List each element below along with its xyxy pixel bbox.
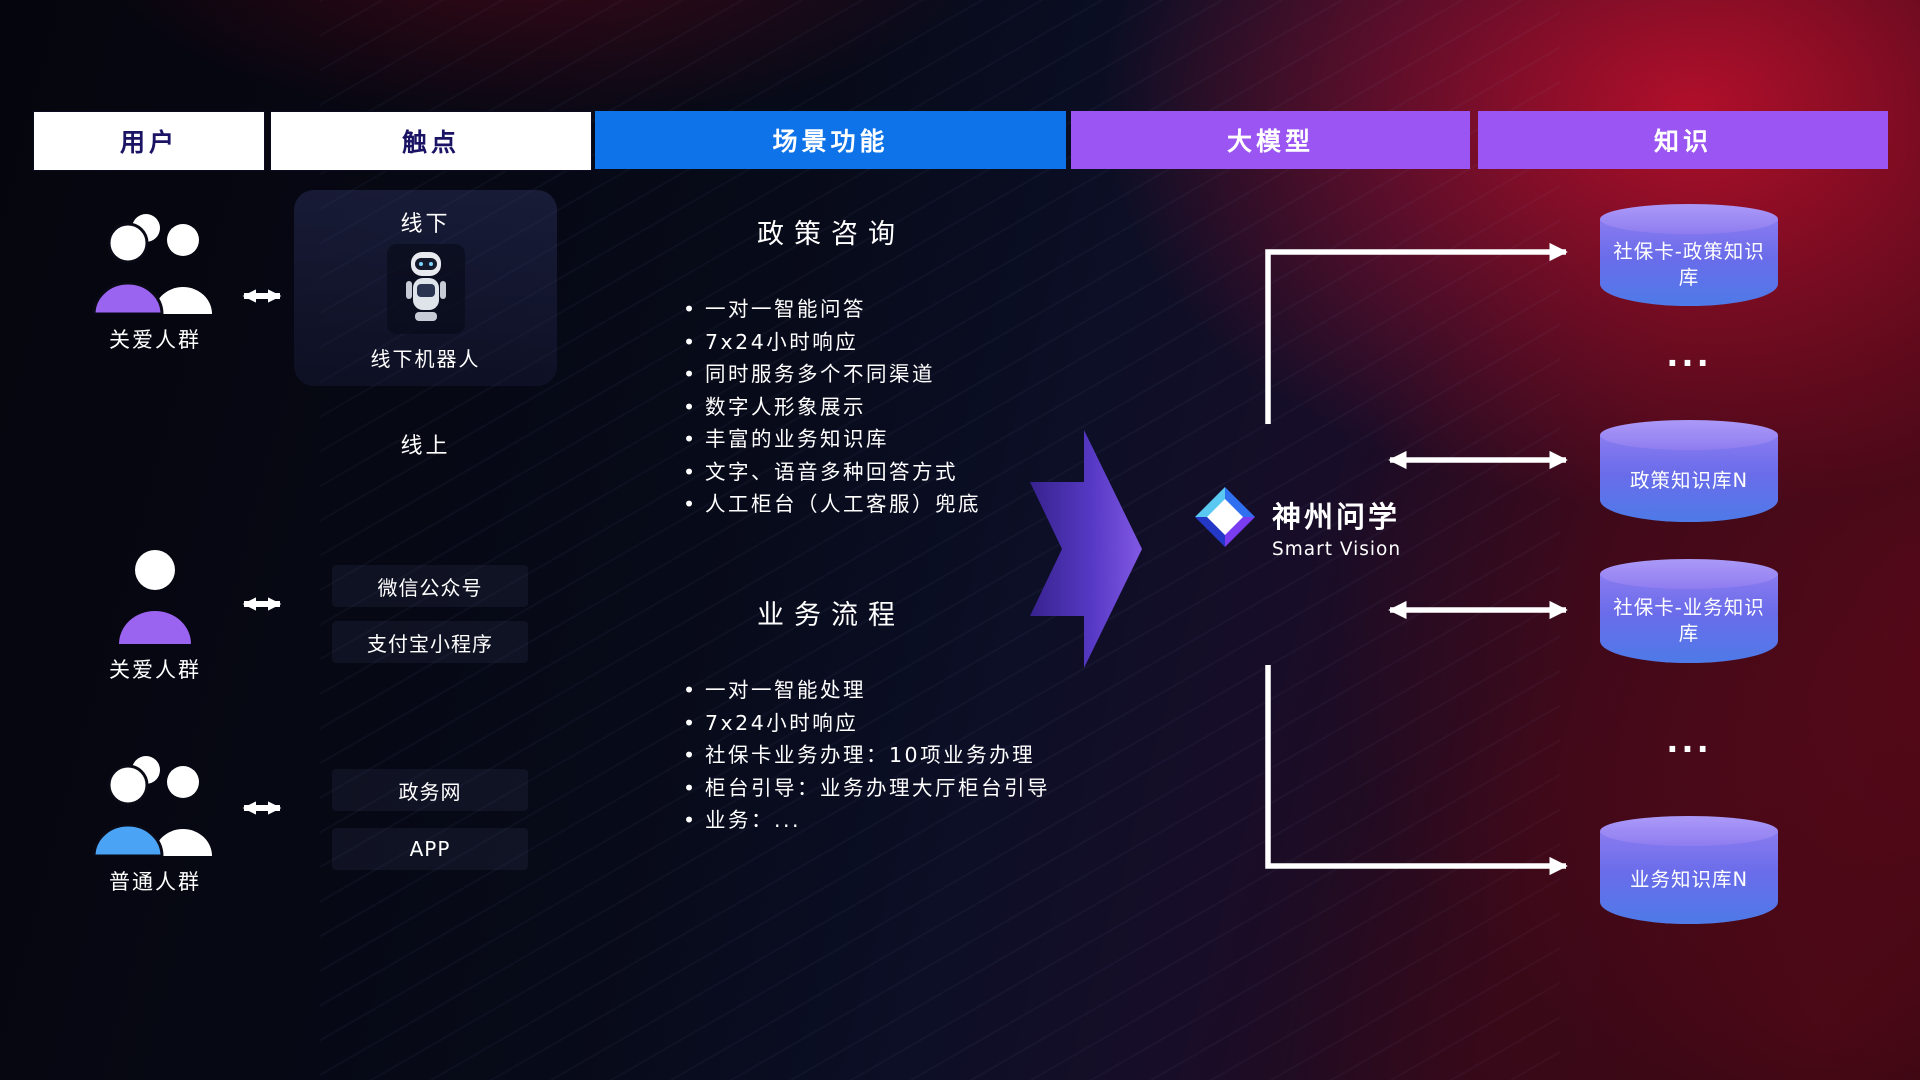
knowledge-db-policy-n: 政策知识库N	[1600, 420, 1778, 522]
scenario-feature-list: 一对一智能处理 7x24小时响应 社保卡业务办理：10项业务办理 柜台引导：业务…	[681, 674, 1121, 837]
scenario-title: 业务流程	[757, 600, 905, 631]
knowledge-db-social-business: 社保卡-业务知识库	[1600, 559, 1778, 663]
channel-label: 微信公众号	[377, 575, 483, 600]
diamond-logo-icon	[1194, 486, 1256, 552]
user-group-care-2: 关爱人群	[80, 548, 230, 684]
feature-item: 一对一智能问答	[681, 293, 1121, 326]
robot-icon	[405, 252, 446, 321]
column-header-knowledge: 知识	[1478, 111, 1888, 169]
column-header-label: 用户	[119, 128, 178, 157]
knowledge-ellipsis-1: ...	[1666, 336, 1712, 374]
channel-alipay-miniprogram: 支付宝小程序	[332, 621, 528, 663]
feature-item: 丰富的业务知识库	[681, 423, 1121, 456]
cylinder-body	[1600, 831, 1778, 924]
channel-wechat: 微信公众号	[332, 565, 528, 607]
offline-title: 线下	[400, 212, 451, 237]
flow-arrow-right	[1030, 430, 1142, 672]
user-group-general: 普通人群	[70, 752, 240, 896]
knowledge-db-label: 政策知识库N	[1629, 468, 1749, 492]
cylinder-top	[1600, 816, 1778, 846]
column-header-label: 知识	[1653, 127, 1712, 156]
channel-label: 支付宝小程序	[367, 631, 493, 656]
channel-gov-web: 政务网	[332, 769, 528, 811]
offline-touchpoint-card: 线下 线下机器人	[294, 190, 557, 386]
column-header-label: 大模型	[1226, 127, 1314, 156]
model-subtitle: Smart Vision	[1272, 539, 1402, 560]
person-purple-icon	[119, 550, 191, 644]
column-header-label: 场景功能	[772, 127, 889, 156]
cylinder-top	[1600, 420, 1778, 450]
robot-frame	[386, 244, 465, 334]
channel-label: APP	[409, 837, 451, 861]
scenario-business-process: 业务流程 一对一智能处理 7x24小时响应 社保卡业务办理：10项业务办理 柜台…	[681, 593, 1121, 837]
user-group-label: 普通人群	[109, 870, 201, 894]
user-group-label: 关爱人群	[109, 658, 201, 682]
knowledge-db-label: 业务知识库N	[1629, 867, 1749, 891]
knowledge-db-label: 社保卡-政策知识库	[1613, 239, 1765, 289]
column-header-label: 触点	[401, 128, 460, 157]
feature-item: 7x24小时响应	[681, 326, 1121, 359]
feature-item: 数字人形象展示	[681, 391, 1121, 424]
feature-item: 人工柜台（人工客服）兜底	[681, 488, 1121, 521]
scenario-title: 政策咨询	[757, 219, 905, 250]
user-group-label: 关爱人群	[109, 328, 201, 352]
channel-app: APP	[332, 828, 528, 870]
knowledge-db-business-n: 业务知识库N	[1600, 816, 1778, 924]
knowledge-ellipsis-2: ...	[1666, 722, 1712, 760]
feature-item: 业务：...	[681, 804, 1121, 837]
knowledge-db-label: 社保卡-业务知识库	[1613, 595, 1765, 645]
knowledge-db-social-policy: 社保卡-政策知识库	[1600, 204, 1778, 306]
feature-item: 7x24小时响应	[681, 707, 1121, 740]
feature-item: 文字、语音多种回答方式	[681, 456, 1121, 489]
feature-item: 同时服务多个不同渠道	[681, 358, 1121, 391]
scenario-policy-consulting: 政策咨询 一对一智能问答 7x24小时响应 同时服务多个不同渠道 数字人形象展示…	[681, 212, 1121, 521]
offline-device-label: 线下机器人	[370, 347, 481, 371]
column-header-model: 大模型	[1071, 111, 1470, 169]
column-header-users: 用户	[33, 111, 265, 171]
scenario-feature-list: 一对一智能问答 7x24小时响应 同时服务多个不同渠道 数字人形象展示 丰富的业…	[681, 293, 1121, 521]
people-group-blue-icon	[92, 756, 212, 856]
cylinder-top	[1600, 204, 1778, 234]
cylinder-top	[1600, 559, 1778, 589]
column-header-scenarios: 场景功能	[595, 111, 1066, 169]
channel-label: 政务网	[398, 779, 462, 804]
model-name: 神州问学	[1272, 500, 1401, 534]
user-group-care-1: 关爱人群	[70, 210, 240, 354]
people-group-purple-icon	[92, 214, 212, 314]
feature-item: 社保卡业务办理：10项业务办理	[681, 739, 1121, 772]
diagonal-light-streaks	[320, 0, 1560, 1080]
feature-item: 一对一智能处理	[681, 674, 1121, 707]
column-header-touchpoints: 触点	[270, 111, 592, 171]
feature-item: 柜台引导：业务办理大厅柜台引导	[681, 772, 1121, 805]
online-title: 线上	[400, 434, 451, 459]
model-logo-text: 神州问学 Smart Vision	[1272, 494, 1401, 560]
